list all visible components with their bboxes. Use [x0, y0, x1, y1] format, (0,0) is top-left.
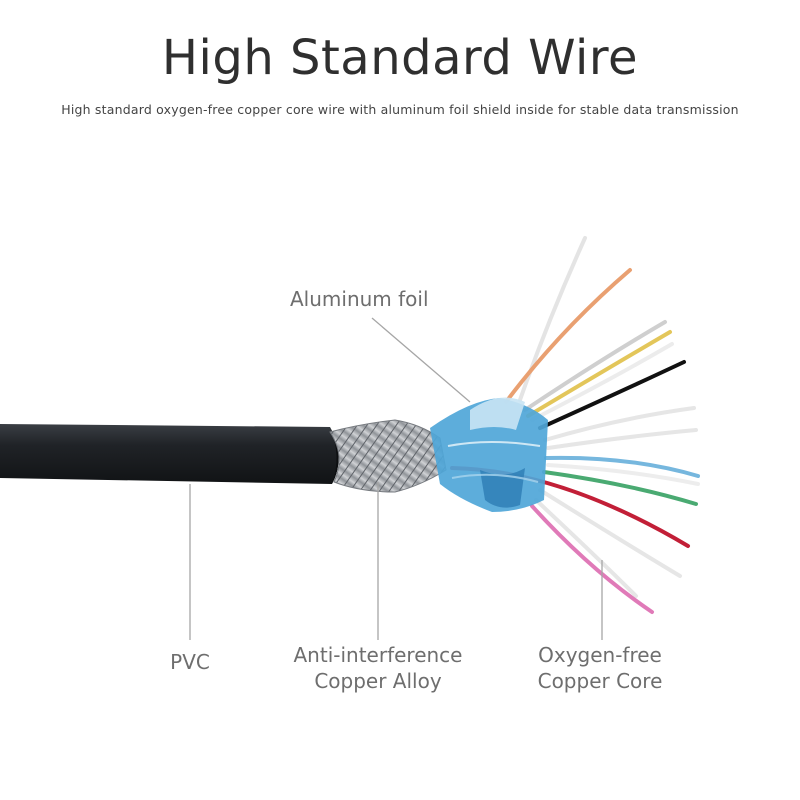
label-copper-alloy-line1: Anti-interference	[293, 643, 463, 667]
wire-white-7	[534, 498, 638, 598]
label-copper-alloy-line2: Copper Alloy	[314, 669, 442, 693]
wire-white-4	[546, 428, 698, 450]
wire-green	[542, 470, 698, 506]
wire-white-6	[538, 488, 682, 578]
wire-black	[538, 360, 686, 430]
aluminum-foil-shield	[430, 397, 548, 512]
label-copper-core: Oxygen-free Copper Core	[510, 642, 690, 694]
leader-aluminum-foil	[371, 317, 471, 403]
wire-orange	[504, 268, 632, 404]
page-subtitle: High standard oxygen-free copper core wi…	[61, 102, 739, 117]
wire-pink	[530, 504, 654, 614]
label-copper-core-line1: Oxygen-free	[538, 643, 662, 667]
wire-yellow	[526, 330, 672, 418]
label-copper-core-line2: Copper Core	[537, 669, 663, 693]
wire-white-3	[543, 406, 696, 442]
wire-grey	[523, 320, 667, 412]
wire-white-top	[518, 236, 587, 402]
pvc-jacket	[0, 424, 339, 484]
label-copper-alloy: Anti-interference Copper Alloy	[268, 642, 488, 694]
wire-blue	[544, 455, 700, 478]
label-aluminum-foil: Aluminum foil	[290, 287, 429, 311]
braid-shield	[329, 419, 447, 493]
page-title: High Standard Wire	[161, 30, 639, 86]
wire-bundle	[450, 236, 700, 614]
wire-white-2	[530, 342, 674, 422]
wire-white-5	[546, 463, 700, 486]
jacket-end	[330, 427, 339, 484]
label-pvc: PVC	[170, 650, 210, 674]
